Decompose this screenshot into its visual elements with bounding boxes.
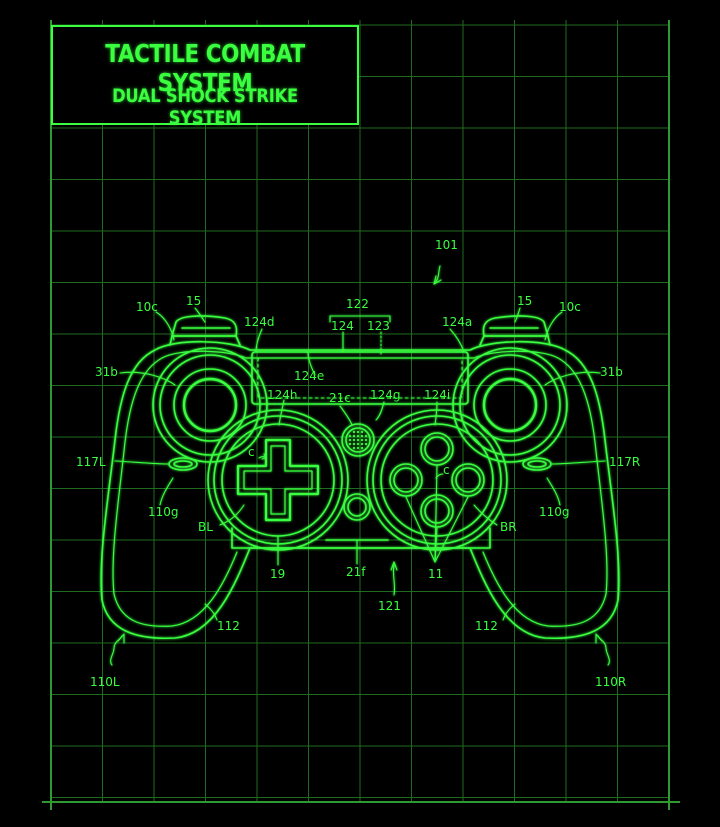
label-15-right: 15 — [517, 294, 532, 308]
speaker-hole — [352, 442, 356, 446]
label-124g: 124g — [370, 388, 401, 402]
label-10c-left: 10c — [136, 300, 158, 314]
label-31b-left: 31b — [95, 365, 118, 379]
ps-button[interactable] — [343, 493, 371, 521]
label-123: 123 — [367, 319, 390, 333]
label-124: 124 — [331, 319, 354, 333]
speaker-hole — [356, 446, 360, 450]
speaker-hole — [360, 446, 364, 450]
label-BR: BR — [500, 520, 517, 534]
controller-body-outline — [100, 340, 620, 640]
label-117L: 117L — [76, 455, 106, 469]
label-112-right: 112 — [475, 619, 498, 633]
label-101: 101 — [435, 238, 458, 252]
reference-labels: 101 10c 15 124d 122 124 123 124a 15 10c … — [76, 238, 640, 689]
label-c-right: c — [443, 463, 450, 477]
label-21f: 21f — [346, 565, 366, 579]
speaker-hole — [352, 430, 356, 434]
label-110g-right: 110g — [539, 505, 570, 519]
label-31b-right: 31b — [600, 365, 623, 379]
speaker-hole — [356, 438, 360, 442]
label-124e: 124e — [294, 369, 324, 383]
r1-button[interactable] — [482, 315, 549, 337]
label-112-left: 112 — [217, 619, 240, 633]
bottom-bar — [231, 527, 491, 549]
label-10c-right: 10c — [559, 300, 581, 314]
speaker-hole — [360, 442, 364, 446]
speaker-hole — [352, 438, 356, 442]
speaker-hole — [348, 438, 352, 442]
title-line-2: DUAL SHOCK STRIKE SYSTEM — [112, 85, 298, 129]
leader-lines — [110, 265, 610, 666]
speaker-hole — [352, 434, 356, 438]
left-analog-stick[interactable] — [152, 347, 268, 463]
speaker-hole — [364, 438, 368, 442]
speaker-hole — [356, 430, 360, 434]
label-21c: 21c — [329, 391, 351, 405]
label-c-left: c — [248, 445, 255, 459]
face-button-circle[interactable] — [451, 463, 485, 497]
label-19: 19 — [270, 567, 285, 581]
label-110R: 110R — [595, 675, 626, 689]
label-15-left: 15 — [186, 294, 201, 308]
label-124a: 124a — [442, 315, 472, 329]
background-grid — [50, 20, 670, 802]
dpad-area — [207, 409, 349, 551]
label-122: 122 — [346, 297, 369, 311]
label-110g-left: 110g — [148, 505, 179, 519]
label-11: 11 — [428, 567, 443, 581]
speaker-hole — [360, 438, 364, 442]
title-box: TACTILE COMBAT SYSTEM DUAL SHOCK STRIKE … — [51, 25, 359, 129]
label-124i: 124i — [424, 388, 450, 402]
speaker-hole — [360, 430, 364, 434]
speaker-hole — [356, 442, 360, 446]
face-button-square[interactable] — [389, 463, 423, 497]
face-button-cross[interactable] — [420, 494, 454, 528]
right-analog-stick[interactable] — [452, 347, 568, 463]
label-117R: 117R — [609, 455, 640, 469]
dpad-cross[interactable] — [236, 438, 320, 522]
speaker-hole — [364, 442, 368, 446]
face-button-triangle[interactable] — [420, 432, 454, 466]
speaker-hole — [364, 434, 368, 438]
l1-button[interactable] — [171, 315, 238, 337]
speaker-hole — [360, 434, 364, 438]
speaker-hole — [348, 434, 352, 438]
speaker-hole — [352, 446, 356, 450]
speaker-hole — [348, 442, 352, 446]
label-121: 121 — [378, 599, 401, 613]
label-110L: 110L — [90, 675, 120, 689]
frame-lines — [42, 20, 680, 810]
label-124h: 124h — [267, 388, 298, 402]
label-124d: 124d — [244, 315, 275, 329]
speaker-grille — [341, 423, 375, 457]
title-line-1: TACTILE COMBAT SYSTEM — [105, 39, 305, 97]
label-BL: BL — [198, 520, 213, 534]
speaker-hole — [356, 434, 360, 438]
